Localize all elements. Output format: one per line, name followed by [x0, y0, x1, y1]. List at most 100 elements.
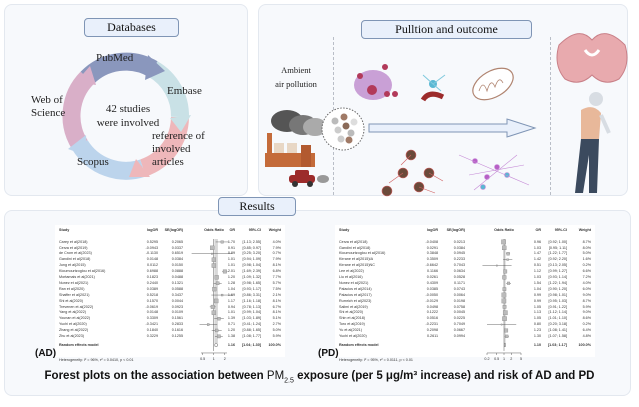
- column-header: Weight: [578, 228, 591, 232]
- weight-value: 5.9%: [582, 304, 591, 309]
- weight-value: 4.0%: [272, 239, 281, 244]
- or-value: 0.91: [227, 245, 235, 250]
- se-value: 0.0667: [453, 328, 465, 333]
- study-estimate-box: [214, 298, 219, 304]
- results-caption: Forest plots on the association between …: [44, 370, 595, 385]
- study-estimate-box: [501, 239, 506, 245]
- column-header: Odds Ratio: [204, 228, 224, 232]
- weight-value: 8.1%: [272, 298, 281, 303]
- ci-value: [1.08; 1.41]: [548, 328, 567, 333]
- column-header: Study: [339, 228, 350, 232]
- column-header: logOR: [426, 228, 438, 232]
- column-header: SE(logOR): [164, 228, 183, 232]
- ci-value: [1.22; 1.77]: [548, 251, 567, 256]
- x-tick-label: 2: [510, 356, 513, 361]
- pooled-ci: [1.03; 1.17]: [547, 342, 567, 347]
- or-value: 0.89: [227, 251, 235, 256]
- ci-value: [0.92; 2.20]: [548, 257, 567, 262]
- weight-value: 5.0%: [582, 251, 591, 256]
- se-value: 0.1255: [171, 334, 183, 339]
- logor-value: 0.0516: [426, 316, 438, 321]
- study-estimate-box: [502, 310, 508, 316]
- logor-value: -0.0050: [425, 292, 438, 297]
- column-header: OR: [229, 228, 235, 232]
- weight-value: 1.6%: [582, 257, 591, 262]
- arrow-head-embase: [170, 115, 191, 132]
- se-value: 0.1321: [171, 280, 183, 285]
- study-estimate-box: [215, 328, 219, 333]
- ci-value: [1.22; 1.94]: [548, 280, 567, 285]
- ci-value: [0.98; 1.01]: [548, 292, 567, 297]
- study-label: Shaffer et al(2021): [59, 292, 90, 297]
- or-value: 1.01: [227, 257, 235, 262]
- weight-value: 7.5%: [272, 286, 281, 291]
- study-label: Kirrane et al(2015)NC: [339, 263, 375, 268]
- arrow-head-reference: [129, 159, 150, 177]
- logor-value: 0.1166: [426, 269, 438, 274]
- weight-value: 6.0%: [582, 286, 591, 291]
- or-value: 1.03: [533, 275, 541, 280]
- divider-right: [550, 37, 551, 195]
- pooled-label: Random effects model: [59, 342, 99, 347]
- weight-value: 6.6%: [582, 269, 591, 274]
- ci-value: [0.90; 1.20]: [548, 286, 567, 291]
- study-estimate-box: [506, 252, 510, 256]
- weight-value: 0.2%: [582, 263, 591, 268]
- or-value: 0.99: [533, 298, 541, 303]
- weight-value: 7.9%: [272, 257, 281, 262]
- weight-value: 9.0%: [582, 310, 591, 315]
- se-value: 0.0198: [453, 298, 465, 303]
- se-value: 0.0384: [453, 245, 465, 250]
- or-value: 2.01: [227, 269, 235, 274]
- weight-value: 5.7%: [272, 280, 281, 285]
- logor-value: -0.0943: [145, 245, 158, 250]
- se-value: 0.0064: [453, 292, 465, 297]
- column-header: 95%-CI: [554, 228, 567, 232]
- study-label: Kioumourtzoglou et al(2016): [339, 251, 386, 256]
- progression-arrow: [368, 118, 537, 138]
- ci-value: [0.93; 1.17]: [242, 286, 261, 291]
- or-value: 1.01: [227, 310, 235, 315]
- study-label: Salimi et al(2019): [339, 304, 368, 309]
- study-estimate-box: [502, 275, 507, 280]
- se-value: 0.7043: [453, 263, 465, 268]
- ci-value: [0.41; 1.24]: [242, 322, 261, 327]
- weight-value: 8.7%: [582, 298, 591, 303]
- neurons-icon: [458, 154, 530, 191]
- source-web-of-science: Web of Science: [31, 94, 66, 119]
- or-value: 1.20: [227, 275, 235, 280]
- logor-value: 0.4309: [426, 280, 438, 285]
- or-value: 1.03: [533, 245, 541, 250]
- pooled-diamond: [214, 342, 219, 348]
- study-estimate-box: [507, 281, 511, 285]
- weight-value: 2.7%: [272, 322, 281, 327]
- logor-value: 0.0498: [426, 304, 438, 309]
- ci-value: [0.88; 1.65]: [242, 328, 261, 333]
- logor-value: -0.0408: [425, 239, 438, 244]
- study-estimate-box: [211, 263, 217, 268]
- elderly-person-icon: [575, 92, 611, 193]
- weight-value: 5.1%: [272, 316, 281, 321]
- logor-value: -0.3421: [145, 322, 158, 327]
- study-label: Kirrane et al(2015)IA: [339, 257, 374, 262]
- ci-value: [1.03; 1.89]: [242, 316, 261, 321]
- se-value: 0.0528: [453, 275, 465, 280]
- se-value: 0.0588: [171, 286, 183, 291]
- se-value: 0.0109: [171, 310, 183, 315]
- or-value: 0.51: [533, 263, 541, 268]
- ci-value: [1.12; 1.14]: [548, 310, 567, 315]
- study-label: Palacios et al(2017): [339, 292, 372, 297]
- logor-value: -0.0129: [425, 298, 438, 303]
- car-icon: [289, 170, 329, 187]
- study-label: Rumrich et al(2023): [339, 298, 372, 303]
- logor-value: 0.0261: [426, 275, 438, 280]
- pollution-outcome-label: Pulltion and outcome: [361, 20, 532, 39]
- microglia-icon: [381, 149, 444, 197]
- study-estimate-box: [207, 323, 210, 326]
- logor-value: 0.6988: [146, 269, 158, 274]
- pooled-ci-band: [214, 239, 218, 347]
- or-value: 1.39: [227, 316, 235, 321]
- study-label: Yuchi et al(2020): [59, 322, 87, 327]
- ci-value: [0.78; 1.13]: [242, 304, 261, 309]
